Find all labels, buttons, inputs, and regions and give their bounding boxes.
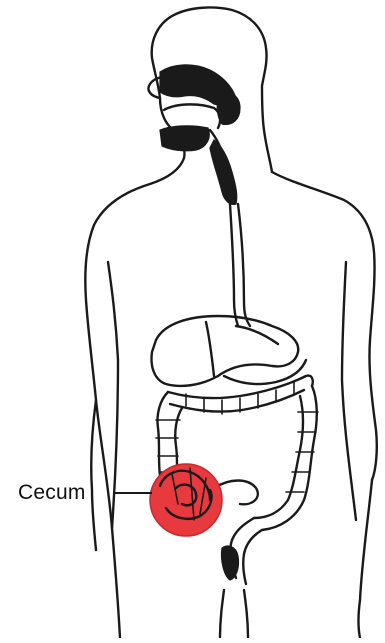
cecum-highlight — [150, 464, 222, 536]
esophagus — [210, 140, 250, 326]
liver-stomach — [152, 316, 306, 386]
descending-colon — [254, 386, 318, 530]
cecum-label: Cecum — [18, 481, 86, 505]
